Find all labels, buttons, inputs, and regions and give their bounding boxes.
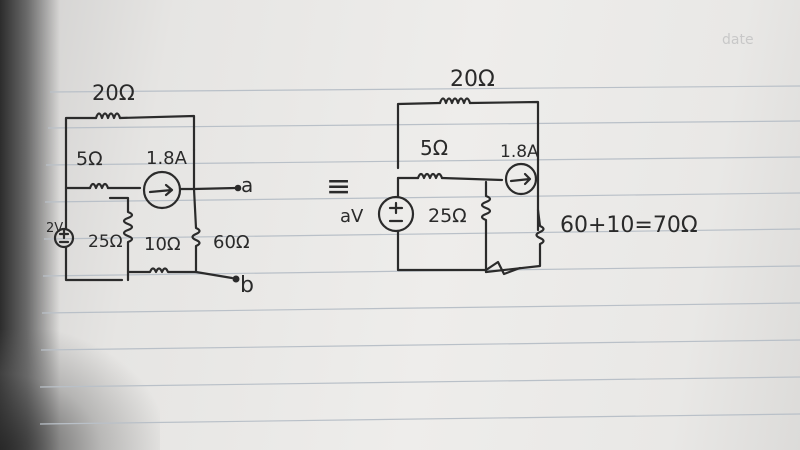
right-r5-zigzag (416, 172, 444, 180)
left-r5-zigzag (88, 182, 110, 190)
left-circuit (53, 112, 242, 283)
left-circuit-labels: 20Ω 5Ω 1.8A 25Ω 10Ω 60Ω 2V a b (46, 81, 254, 298)
left-r5-label: 5Ω (76, 148, 103, 170)
left-current-label: 1.8A (146, 148, 188, 169)
left-r25-zigzag (108, 196, 134, 282)
equivalence-sign: ≡ (326, 169, 351, 204)
left-r10-label: 10Ω (144, 234, 181, 255)
left-terminal-b-wire (194, 270, 234, 280)
right-current-arrow (509, 172, 532, 186)
right-circuit-labels: 20Ω 5Ω 1.8A aV 25Ω 60+10=70Ω (340, 67, 698, 238)
right-circuit (377, 97, 545, 276)
right-voltage-label: aV (340, 206, 364, 227)
ruled-lines (39, 85, 800, 425)
left-current-arrow (148, 183, 174, 197)
right-current-label: 1.8A (500, 142, 539, 162)
left-voltage-label: 2V (46, 221, 63, 236)
left-top-wire (64, 116, 98, 126)
left-r10-zigzag (126, 267, 198, 274)
right-r70-zigzag (484, 208, 545, 274)
right-r5-label: 5Ω (420, 136, 448, 160)
right-r20-label: 20Ω (450, 67, 495, 92)
date-label: date (722, 32, 754, 48)
right-req-label: 60+10=70Ω (560, 213, 698, 238)
terminal-a-label: a (241, 173, 253, 197)
left-r20-label: 20Ω (92, 81, 135, 105)
left-r20-zigzag (94, 112, 122, 120)
left-r60-zigzag (191, 187, 201, 274)
left-r60-label: 60Ω (213, 232, 250, 253)
left-r25-label: 25Ω (88, 232, 123, 252)
left-terminal-a-wire (192, 186, 238, 191)
left-top-right-wire (118, 114, 196, 152)
right-r20-zigzag (438, 97, 472, 105)
right-r25-label: 25Ω (428, 205, 467, 227)
terminal-b-label: b (240, 273, 254, 298)
right-voltage-source (377, 195, 415, 233)
right-r25-zigzag (480, 180, 492, 274)
